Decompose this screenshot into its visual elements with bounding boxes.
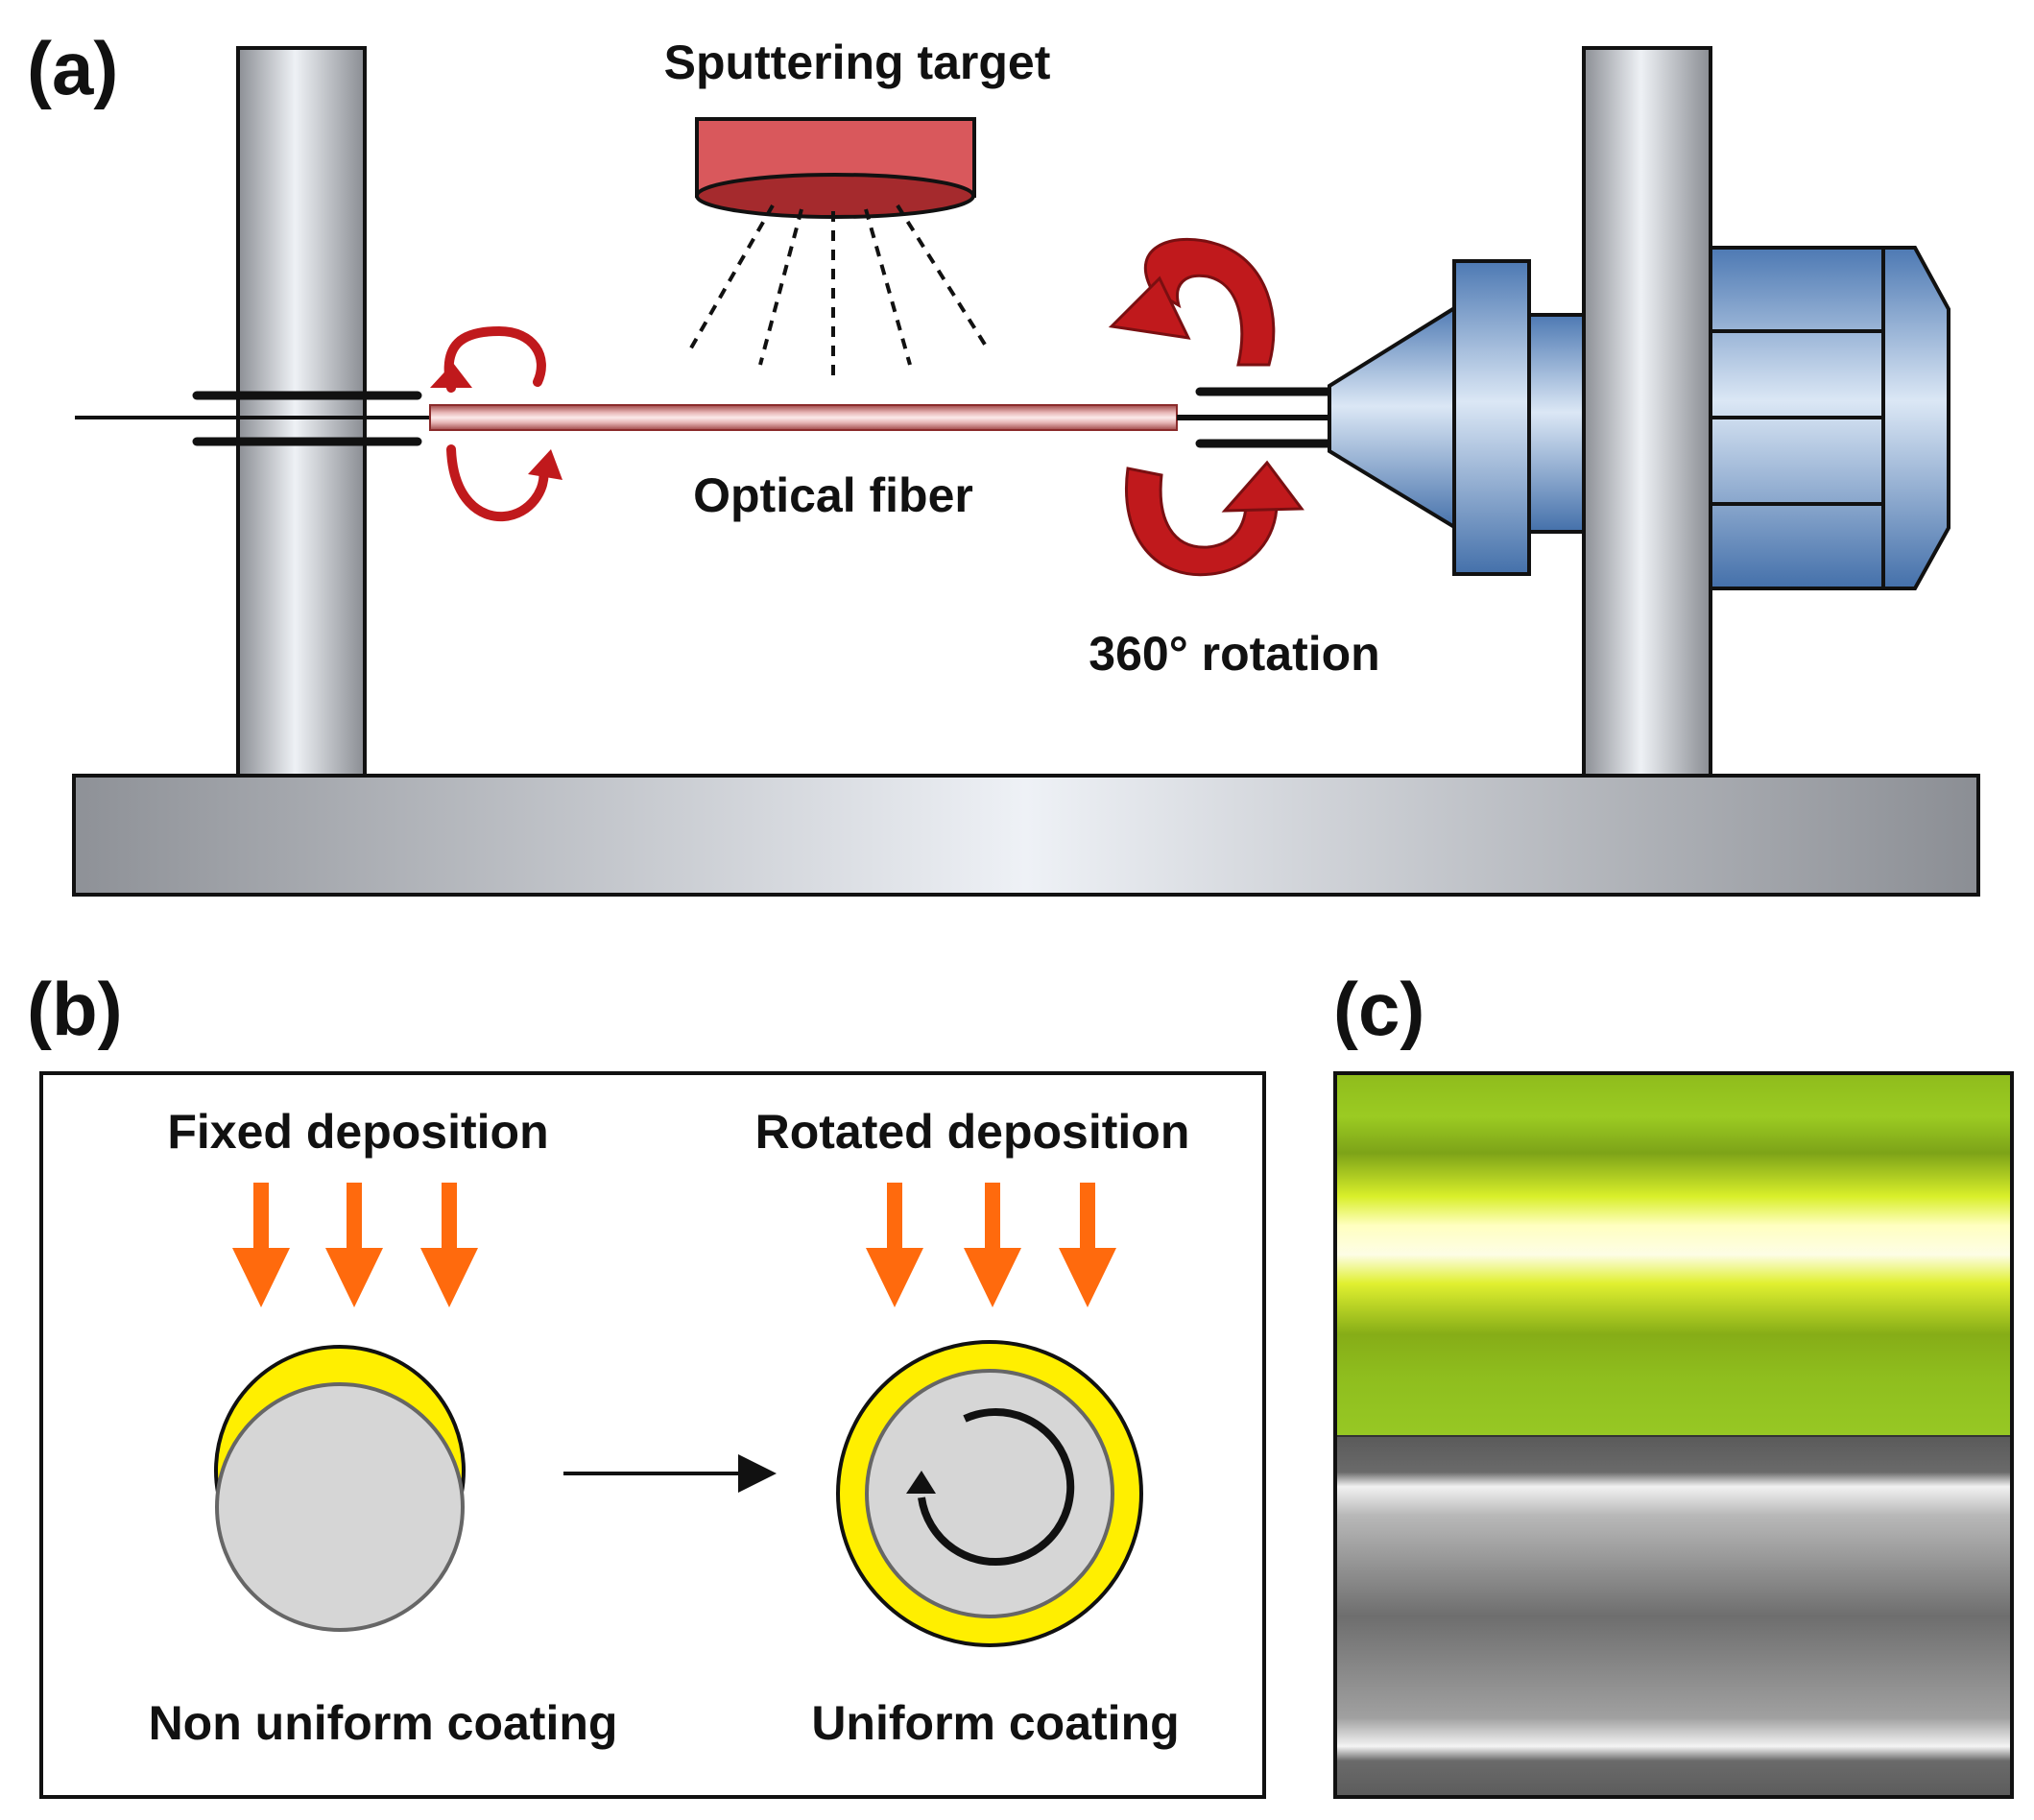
rotated-deposition-arrows: [866, 1183, 1116, 1307]
left-fiber-clamp: [75, 391, 430, 446]
rotated-deposition-label: Rotated deposition: [755, 1105, 1190, 1159]
base-plate: [72, 774, 1980, 897]
rotation-label: 360° rotation: [1089, 627, 1379, 681]
sputtering-target-label: Sputtering target: [664, 36, 1051, 89]
optical-fiber: [429, 404, 1178, 431]
fixed-deposition-label: Fixed deposition: [167, 1105, 548, 1159]
panel-b: (b) Fixed deposition Rotated deposition: [27, 967, 1266, 1799]
non-uniform-coated-fiber: [214, 1345, 466, 1632]
panel-a: (a): [27, 26, 1980, 897]
uniform-coated-fiber: [836, 1340, 1143, 1647]
panel-b-letter: (b): [27, 967, 123, 1051]
motor-shaft-housing: [1527, 313, 1586, 534]
fixed-deposition-arrows: [232, 1183, 478, 1307]
panel-a-letter: (a): [27, 26, 118, 110]
rotation-motor: [1328, 246, 1950, 590]
right-fiber-chuck: [1177, 387, 1334, 448]
motor-flange: [1452, 259, 1531, 576]
non-uniform-coating-label: Non uniform coating: [149, 1696, 618, 1750]
optical-microscope-image: [1335, 1073, 2012, 1436]
sputtering-target: [687, 117, 989, 376]
panel-c: (c): [1333, 967, 2014, 1799]
panel-c-letter: (c): [1333, 967, 1424, 1051]
optical-fiber-label: Optical fiber: [693, 468, 973, 522]
sem-image: [1335, 1436, 2012, 1797]
small-rotation-arrows: [430, 325, 562, 522]
left-pillar: [236, 46, 367, 778]
rotation-indicator-arrow: [918, 1408, 1075, 1567]
motor-end-cap: [1881, 246, 1950, 590]
right-pillar: [1582, 46, 1712, 778]
uniform-coating-label: Uniform coating: [811, 1696, 1179, 1750]
panel-c-frame: [1333, 1071, 2014, 1799]
motor-cone: [1328, 301, 1461, 534]
large-rotation-arrows: [1108, 237, 1304, 577]
